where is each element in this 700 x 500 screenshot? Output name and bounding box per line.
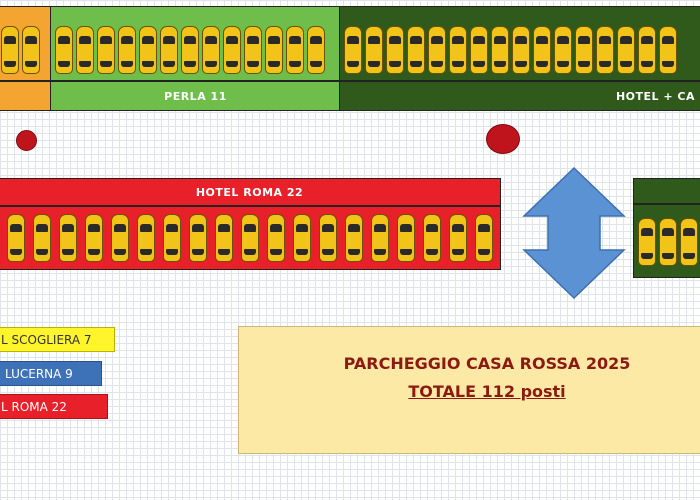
car-icon: [554, 26, 572, 74]
orange-zone-divider: [0, 80, 50, 82]
car-icon: [139, 26, 157, 74]
hotel-ca-parking-zone: HOTEL + CA: [339, 6, 700, 111]
hotel-roma-zone-label: HOTEL ROMA 22: [195, 185, 304, 199]
car-icon: [244, 26, 262, 74]
car-icon: [491, 26, 509, 74]
perla-zone-divider: [51, 80, 340, 82]
car-icon: [344, 26, 362, 74]
car-icon: [659, 26, 677, 74]
car-icon: [111, 214, 129, 262]
car-icon: [215, 214, 233, 262]
car-icon: [307, 26, 325, 74]
car-icon: [118, 26, 136, 74]
orange-zone-cars: [0, 25, 49, 75]
hotel-roma-zone-divider: [0, 205, 500, 207]
car-icon: [76, 26, 94, 74]
legend-roma: L ROMA 22: [0, 394, 108, 419]
car-icon: [617, 26, 635, 74]
car-icon: [680, 218, 698, 266]
red-dot-marker: [486, 124, 520, 154]
car-icon: [202, 26, 220, 74]
car-icon: [293, 214, 311, 262]
car-icon: [1, 26, 19, 74]
hotel-roma-zone-cars: [5, 211, 497, 265]
car-icon: [575, 26, 593, 74]
car-icon: [241, 214, 259, 262]
car-icon: [22, 26, 40, 74]
car-icon: [475, 214, 493, 262]
car-icon: [371, 214, 389, 262]
legend-lucerna: LUCERNA 9: [0, 361, 102, 386]
car-icon: [638, 218, 656, 266]
right-zone-cars: [636, 215, 700, 269]
orange-parking-zone: [0, 6, 51, 111]
car-icon: [386, 26, 404, 74]
hotel-roma-parking-zone: HOTEL ROMA 22: [0, 178, 501, 270]
car-icon: [223, 26, 241, 74]
perla-zone-cars: [53, 25, 338, 75]
car-icon: [659, 218, 677, 266]
perla-parking-zone: PERLA 11: [50, 6, 341, 111]
car-icon: [85, 214, 103, 262]
legend-scogliera: L SCOGLIERA 7: [0, 327, 115, 352]
car-icon: [319, 214, 337, 262]
car-icon: [59, 214, 77, 262]
legend-scogliera-label: L SCOGLIERA 7: [1, 332, 92, 347]
car-icon: [533, 26, 551, 74]
legend-roma-label: L ROMA 22: [1, 399, 67, 414]
hotel-ca-zone-cars: [342, 25, 700, 75]
car-icon: [407, 26, 425, 74]
car-icon: [97, 26, 115, 74]
hotel-ca-zone-divider: [340, 80, 700, 82]
summary-title: PARCHEGGIO CASA ROSSA 2025: [343, 354, 631, 373]
red-dot-marker: [16, 130, 37, 151]
double-arrow-icon: [522, 166, 626, 300]
summary-box: PARCHEGGIO CASA ROSSA 2025 TOTALE 112 po…: [238, 326, 700, 454]
car-icon: [181, 26, 199, 74]
car-icon: [137, 214, 155, 262]
car-icon: [423, 214, 441, 262]
legend-lucerna-label: LUCERNA 9: [5, 366, 73, 381]
car-icon: [7, 214, 25, 262]
car-icon: [449, 26, 467, 74]
car-icon: [428, 26, 446, 74]
car-icon: [189, 214, 207, 262]
car-icon: [365, 26, 383, 74]
car-icon: [265, 26, 283, 74]
car-icon: [397, 214, 415, 262]
car-icon: [267, 214, 285, 262]
car-icon: [160, 26, 178, 74]
summary-total: TOTALE 112 posti: [408, 382, 566, 401]
hotel-ca-zone-label: HOTEL + CA: [615, 89, 695, 103]
car-icon: [345, 214, 363, 262]
car-icon: [470, 26, 488, 74]
car-icon: [638, 26, 656, 74]
car-icon: [449, 214, 467, 262]
perla-zone-label: PERLA 11: [164, 89, 227, 103]
car-icon: [596, 26, 614, 74]
car-icon: [286, 26, 304, 74]
right-zone-divider: [634, 203, 700, 205]
car-icon: [33, 214, 51, 262]
car-icon: [163, 214, 181, 262]
car-icon: [512, 26, 530, 74]
car-icon: [55, 26, 73, 74]
right-parking-zone: [633, 178, 700, 278]
